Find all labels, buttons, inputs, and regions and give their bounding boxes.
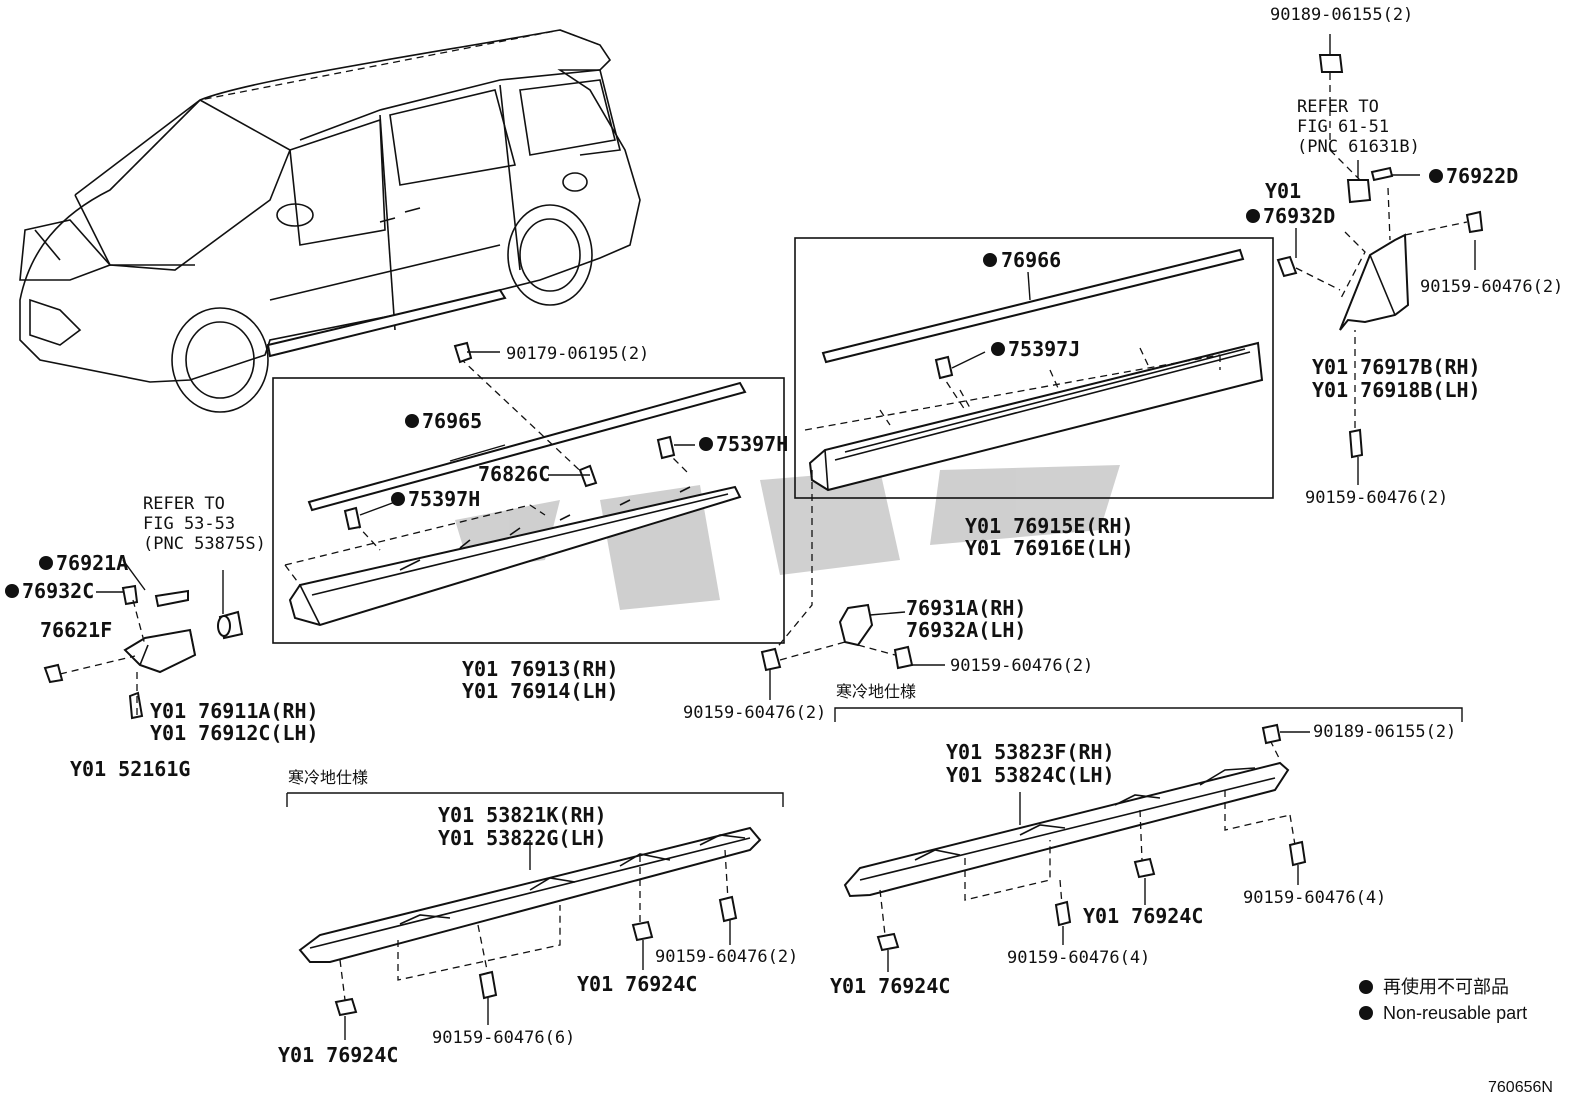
- label-90159-l2: 90159-60476(2): [655, 947, 798, 967]
- label-cold-spec-right: 寒冷地仕様: [836, 682, 916, 701]
- label-refer-53-line1: REFER TO: [143, 494, 225, 514]
- step-cover-right: [834, 707, 1463, 972]
- legend-text-en: Non-reusable part: [1383, 1003, 1527, 1023]
- label-90189-right2: 90189-06155(2): [1313, 722, 1456, 742]
- step-cover-left: [286, 792, 784, 1040]
- label-76917B: Y01 76917B(RH): [1312, 355, 1481, 379]
- label-76924C-l2: Y01 76924C: [577, 972, 697, 996]
- dot-76966: [983, 253, 997, 267]
- label-76924C-r: Y01 76924C: [1083, 904, 1203, 928]
- label-53822G: Y01 53822G(LH): [438, 826, 607, 850]
- label-76915E: Y01 76915E(RH): [965, 514, 1134, 538]
- label-90159-m4: 90159-60476(4): [1007, 948, 1150, 968]
- label-90179: 90179-06195(2): [506, 344, 649, 364]
- part-labels: 90189-06155(2) REFER TO FIG 61-51 (PNC 6…: [22, 5, 1563, 1096]
- label-90159-right-low: 90159-60476(2): [1305, 488, 1448, 508]
- label-76966: 76966: [1001, 248, 1061, 272]
- label-90159-l6: 90159-60476(6): [432, 1028, 575, 1048]
- label-76913: Y01 76913(RH): [462, 657, 619, 681]
- label-75397J: 75397J: [1008, 337, 1080, 361]
- label-90159-mid: 90159-60476(2): [950, 656, 1093, 676]
- rocker-molding-center: [284, 341, 747, 627]
- legend-dot-jp: [1359, 980, 1373, 994]
- label-76931A: 76931A(RH): [906, 596, 1026, 620]
- label-76932C: 76932C: [22, 579, 94, 603]
- label-76932A: 76932A(LH): [906, 618, 1026, 642]
- label-refer-61-line2: FIG 61-51: [1297, 117, 1389, 137]
- molding-group-frame-right: [794, 237, 1274, 499]
- label-76965: 76965: [422, 409, 482, 433]
- label-refer-53-line3: (PNC 53875S): [143, 534, 266, 554]
- figure-id: 760656N: [1488, 1079, 1553, 1096]
- dot-76965: [405, 414, 419, 428]
- label-76826C: 76826C: [478, 462, 550, 486]
- label-76921A: 76921A: [56, 551, 128, 575]
- dot-76922D: [1429, 169, 1443, 183]
- dot-75397J: [991, 342, 1005, 356]
- label-refer-61-line3: (PNC 61631B): [1297, 137, 1420, 157]
- rear-quarter-piece: [1276, 34, 1484, 485]
- label-refer-53-line2: FIG 53-53: [143, 514, 235, 534]
- label-76911A: Y01 76911A(RH): [150, 699, 319, 723]
- label-90159-r4: 90159-60476(4): [1243, 888, 1386, 908]
- dot-76932D: [1246, 209, 1260, 223]
- center-bracket: [760, 470, 945, 700]
- label-90159-right: 90159-60476(2): [1420, 277, 1563, 297]
- dot-75397H-b: [391, 492, 405, 506]
- dot-75397H-a: [699, 437, 713, 451]
- vehicle-illustration: [19, 29, 641, 413]
- label-52161G: Y01 52161G: [70, 757, 190, 781]
- label-y01-76932D: Y01: [1265, 179, 1301, 203]
- dot-76932C: [5, 584, 19, 598]
- door-molding-right: [804, 248, 1264, 492]
- label-76932D: 76932D: [1263, 204, 1335, 228]
- label-76922D: 76922D: [1446, 164, 1518, 188]
- label-76916E: Y01 76916E(LH): [965, 536, 1134, 560]
- non-reusable-markers: [5, 169, 1443, 1020]
- label-90189-top: 90189-06155(2): [1270, 5, 1413, 25]
- front-fender-piece: [43, 559, 244, 720]
- molding-group-frame-center: [272, 377, 785, 644]
- label-cold-spec-left: 寒冷地仕様: [288, 768, 368, 787]
- label-76621F: 76621F: [40, 618, 112, 642]
- dot-76921A: [39, 556, 53, 570]
- legend-dot-en: [1359, 1006, 1373, 1020]
- label-75397H-b: 75397H: [408, 487, 480, 511]
- label-53821K: Y01 53821K(RH): [438, 803, 607, 827]
- label-75397H-a: 75397H: [716, 432, 788, 456]
- label-76914: Y01 76914(LH): [462, 679, 619, 703]
- label-76912C: Y01 76912C(LH): [150, 721, 319, 745]
- label-76924C-m: Y01 76924C: [830, 974, 950, 998]
- label-53824C: Y01 53824C(LH): [946, 763, 1115, 787]
- legend-text-jp: 再使用不可部品: [1383, 977, 1509, 997]
- label-90159-mid-left: 90159-60476(2): [683, 703, 826, 723]
- label-53823F: Y01 53823F(RH): [946, 740, 1115, 764]
- label-76918B: Y01 76918B(LH): [1312, 378, 1481, 402]
- label-refer-61-line1: REFER TO: [1297, 97, 1379, 117]
- label-76924C-l: Y01 76924C: [278, 1043, 398, 1067]
